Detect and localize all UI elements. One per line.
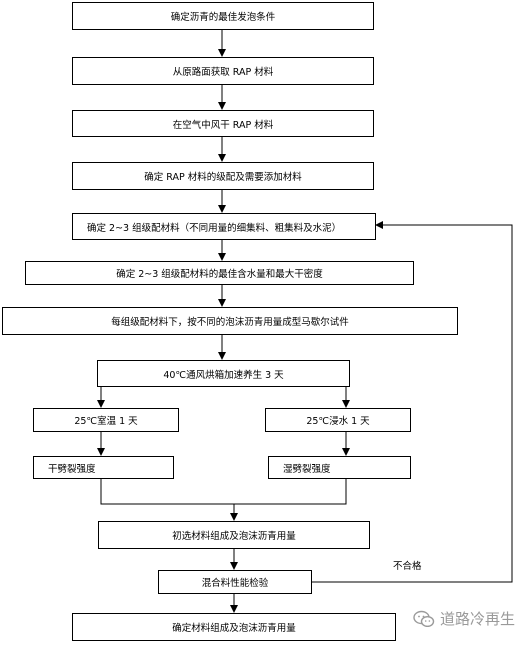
step-obtain-rap: 从原路面获取 RAP 材料 [72, 57, 374, 85]
step-air-dry-rap: 在空气中风干 RAP 材料 [72, 110, 374, 137]
step-performance-test: 混合料性能检验 [158, 570, 312, 594]
feedback-loop [312, 221, 513, 583]
merge-line [100, 479, 347, 505]
step-rap-gradation: 确定 RAP 材料的级配及需要添加材料 [72, 162, 374, 190]
watermark: 道路冷再生 [413, 608, 515, 629]
step-soak: 25℃浸水 1 天 [265, 408, 411, 432]
fail-label: 不合格 [393, 561, 422, 572]
watermark-text: 道路冷再生 [439, 610, 515, 628]
step-select-gradations: 确定 2~3 组级配材料（不同用量的细集料、粗集料及水泥） [72, 213, 376, 240]
wechat-icon [413, 610, 435, 627]
step-optimal-foaming: 确定沥青的最佳发泡条件 [72, 2, 374, 30]
step-moisture-density: 确定 2~3 组级配材料的最佳含水量和最大干密度 [25, 261, 414, 285]
step-room-temp: 25℃室温 1 天 [33, 408, 179, 432]
step-preliminary-design: 初选材料组成及泡沫沥青用量 [98, 521, 370, 549]
step-accelerated-curing: 40℃通风烘箱加速养生 3 天 [97, 360, 350, 387]
step-final-design: 确定材料组成及泡沫沥青用量 [72, 613, 396, 641]
step-marshall-specimens: 每组级配材料下，按不同的泡沫沥青用量成型马歇尔试件 [2, 307, 458, 335]
step-dry-its: 干劈裂强度 [33, 456, 174, 479]
step-wet-its: 湿劈裂强度 [268, 456, 411, 479]
